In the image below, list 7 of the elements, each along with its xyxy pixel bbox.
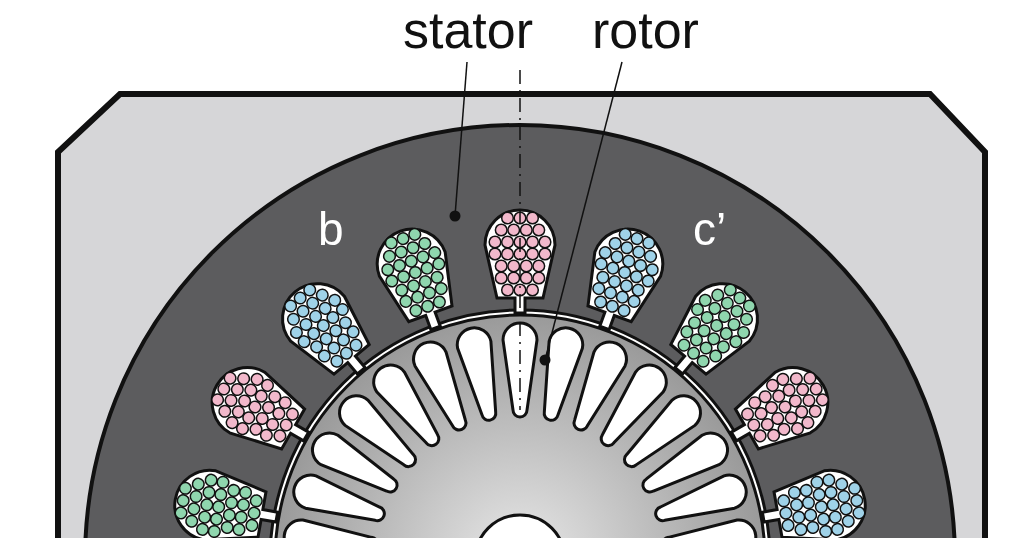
leader-line: [539, 61, 623, 366]
phase-label: c’: [693, 206, 727, 252]
phase-label: b: [318, 206, 344, 252]
rotor-drawing: [273, 313, 767, 538]
part-label: stator: [403, 4, 534, 56]
part-label: rotor: [592, 4, 699, 56]
leader-line: [449, 61, 468, 222]
